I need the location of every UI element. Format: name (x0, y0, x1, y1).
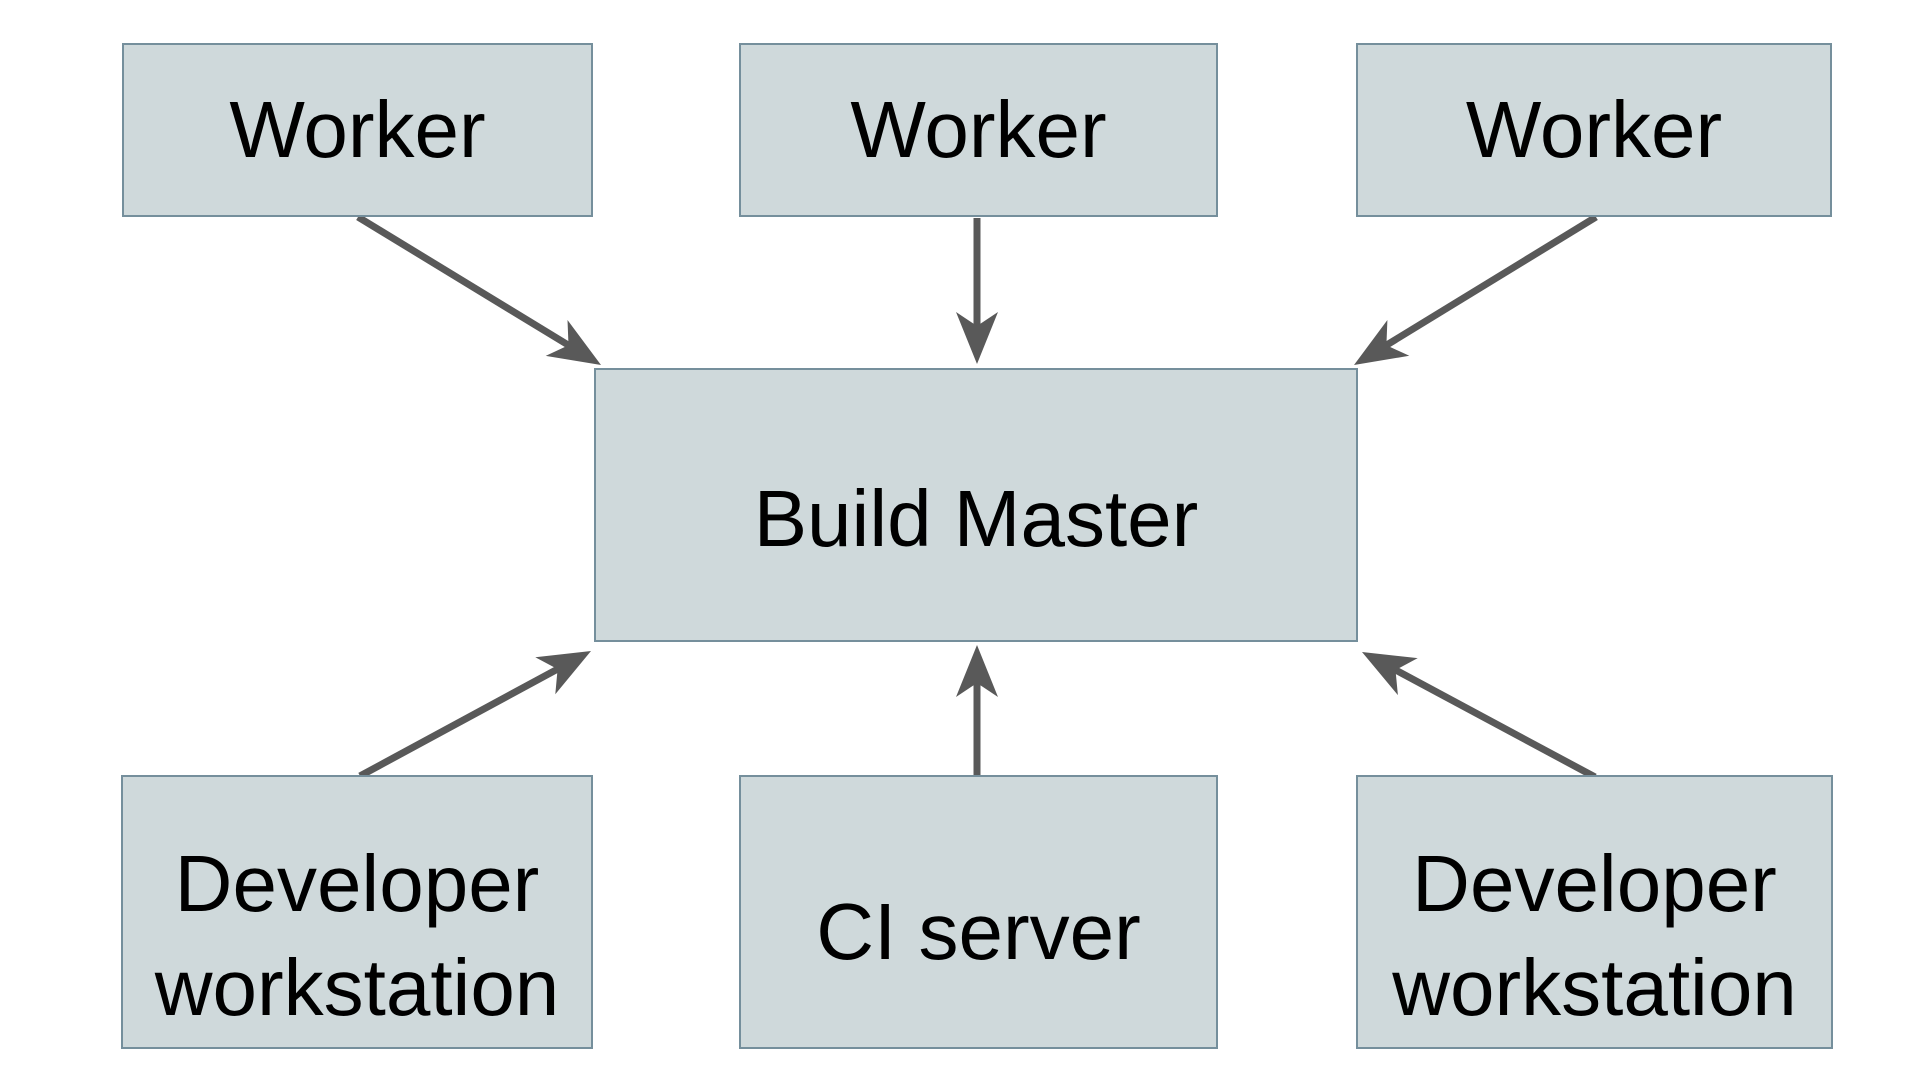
worker-1-label: Worker (229, 85, 486, 174)
arrow-worker-3-to-build-master-head (1354, 320, 1410, 365)
arrow-ci-server-to-build-master (956, 645, 998, 775)
worker-2-label: Worker (850, 85, 1107, 174)
developer-workstation-left: Developer workstation (121, 775, 593, 1049)
developer-workstation-left-label: Developer workstation (154, 839, 560, 1032)
arrow-worker-2-to-build-master-head (956, 312, 998, 364)
arrow-developer-workstation-left-to-build-master-head (535, 651, 591, 695)
ci-server-label: CI server (816, 887, 1141, 976)
arrow-worker-3-to-build-master (1354, 214, 1598, 365)
arrow-worker-1-to-build-master (356, 214, 601, 365)
build-master: Build Master (594, 368, 1358, 642)
ci-server: CI server (739, 775, 1218, 1049)
worker-3-label: Worker (1465, 85, 1723, 174)
worker-2: Worker (739, 43, 1218, 217)
developer-workstation-right: Developer workstation (1356, 775, 1833, 1049)
arrow-developer-workstation-right-to-build-master (1362, 652, 1597, 781)
worker-3: Worker (1356, 43, 1832, 217)
developer-workstation-right-label: Developer workstation (1392, 839, 1797, 1032)
arrow-worker-2-to-build-master (956, 218, 998, 364)
build-master-label: Build Master (753, 474, 1199, 563)
arrow-developer-workstation-left-to-build-master (358, 651, 591, 780)
arrow-developer-workstation-right-to-build-master-head (1362, 652, 1418, 696)
arrow-worker-1-to-build-master-head (545, 320, 601, 365)
worker-1: Worker (122, 43, 593, 217)
arrow-ci-server-to-build-master-head (956, 645, 998, 697)
